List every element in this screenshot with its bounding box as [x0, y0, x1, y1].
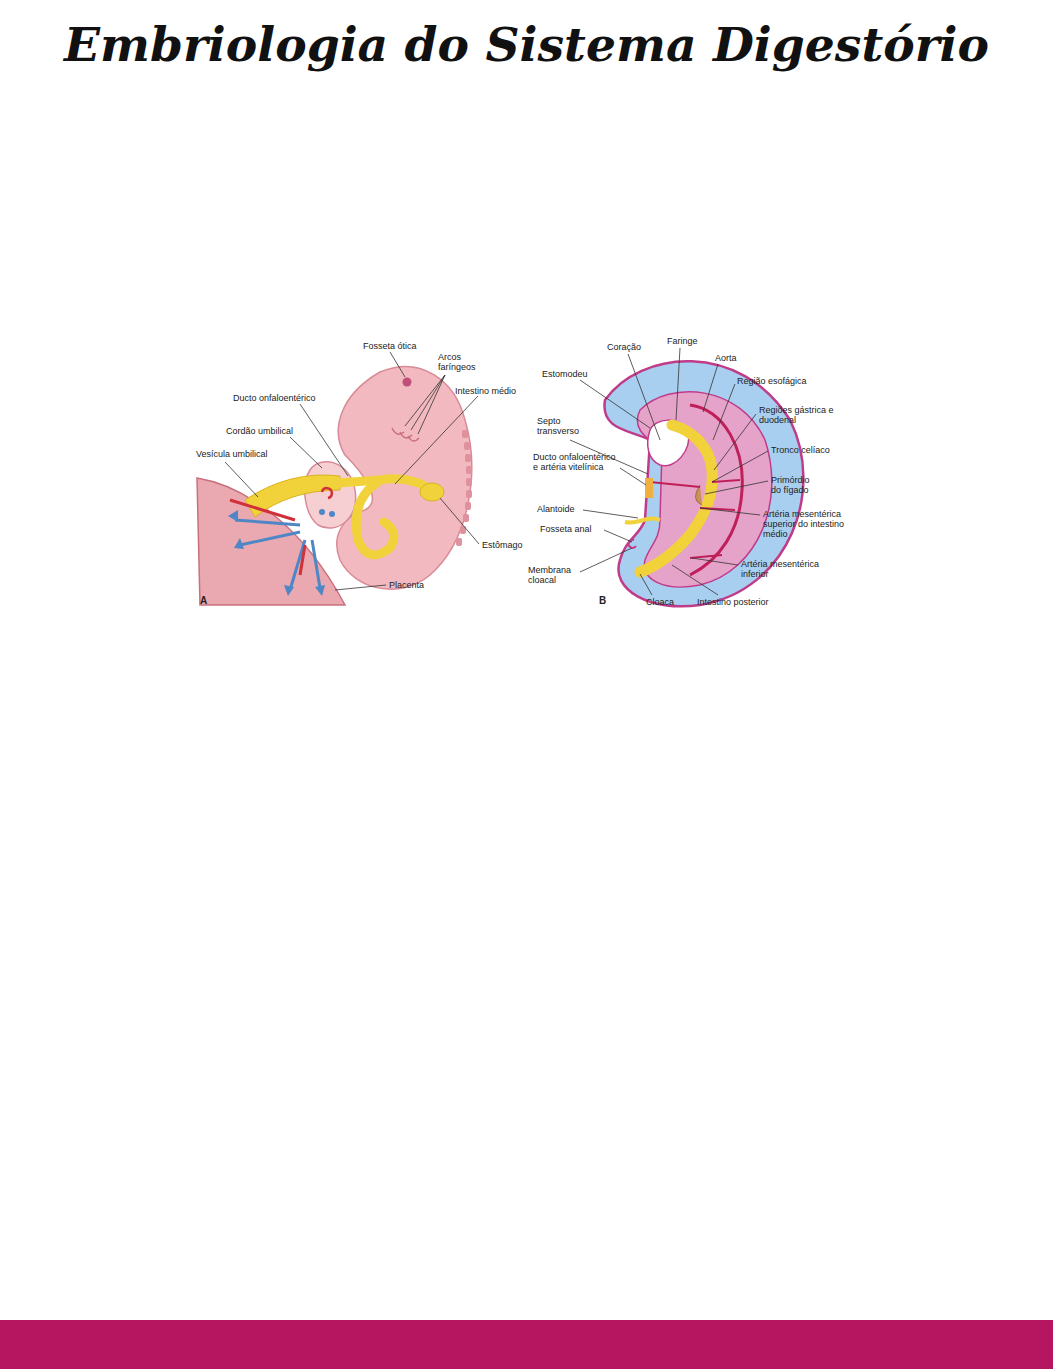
part-label: Aorta — [715, 353, 737, 363]
part-label: Ducto onfaloentérico e artéria vitelínic… — [533, 452, 619, 472]
part-label: Fosseta ótica — [363, 341, 417, 351]
part-label: Cordão umbilical — [226, 426, 293, 436]
leader-lines — [225, 348, 768, 595]
part-label: Arcos faríngeos — [438, 352, 480, 372]
part-label: Artéria mesentérica inferior — [741, 559, 829, 579]
part-label: Fosseta anal — [540, 524, 592, 534]
part-label: Região esofágica — [737, 376, 807, 386]
page-title: Embriologia do Sistema Digestório — [64, 12, 989, 77]
part-label: Intestino posterior — [697, 597, 769, 607]
part-label: Cloaca — [646, 597, 674, 607]
embryo-a — [197, 367, 472, 605]
part-label: Intestino médio — [455, 386, 516, 396]
part-label: Coração — [607, 342, 641, 352]
part-label: Membrana cloacal — [528, 565, 572, 585]
figure-letter: A — [200, 596, 207, 606]
footer-bar — [0, 1320, 1053, 1369]
figure-letter: B — [599, 596, 606, 606]
part-label: Septo transverso — [537, 416, 579, 436]
part-label: Estômago — [482, 540, 523, 550]
part-label: Placenta — [389, 580, 424, 590]
part-label: Tronco celíaco — [771, 445, 830, 455]
part-label: Primórdio do fígado — [771, 475, 821, 495]
part-label: Alantoide — [537, 504, 575, 514]
part-label: Estomodeu — [542, 369, 588, 379]
part-label: Faringe — [667, 336, 698, 346]
part-label: Artéria mesentérica superior do intestin… — [763, 509, 859, 539]
part-label: Vesícula umbilical — [196, 449, 268, 459]
part-label: Regiões gástrica e duodenal — [759, 405, 837, 425]
part-label: Ducto onfaloentérico — [233, 393, 316, 403]
